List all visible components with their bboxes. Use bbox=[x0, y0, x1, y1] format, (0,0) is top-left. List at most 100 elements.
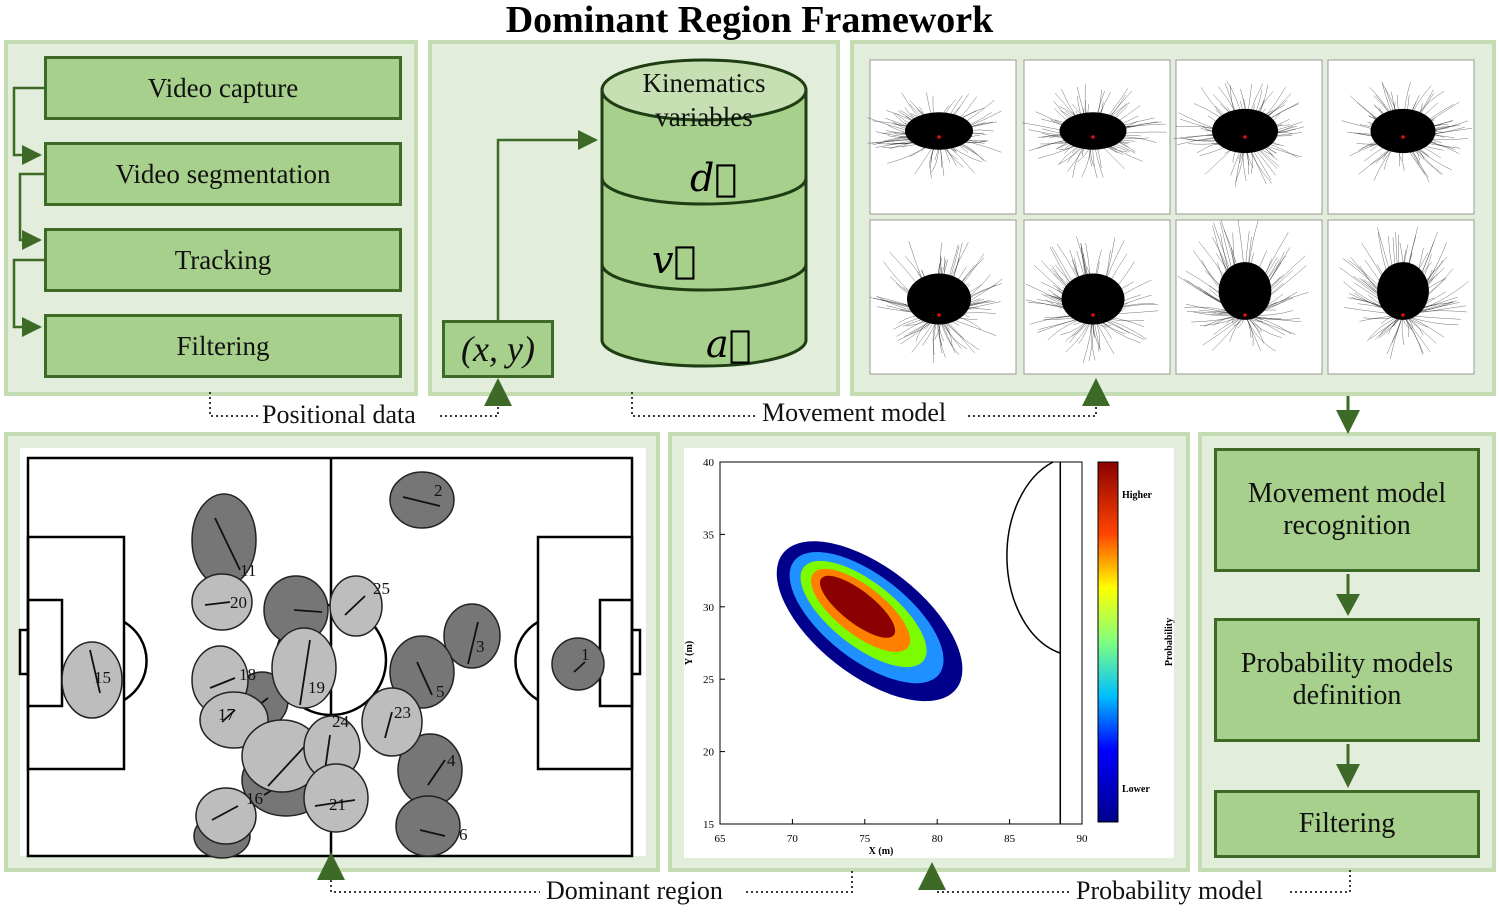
flow-triangles bbox=[317, 378, 1110, 890]
player-direction bbox=[211, 805, 239, 821]
player-direction bbox=[267, 745, 306, 787]
trajectory-origin bbox=[937, 313, 941, 317]
dotted-connectors bbox=[209, 392, 1351, 893]
x-tick-label: 80 bbox=[932, 833, 944, 845]
player-light: 16 bbox=[195, 787, 263, 845]
player-dark: 6 bbox=[395, 795, 468, 857]
probability-contour bbox=[819, 575, 896, 638]
trajectory-plot bbox=[1173, 59, 1323, 215]
player-region bbox=[551, 637, 605, 691]
label-probability-model: Probability model bbox=[1076, 876, 1264, 905]
label-movement-model: Movement model bbox=[762, 398, 947, 427]
player-dark: 2 bbox=[389, 471, 455, 529]
x-tick-label: 90 bbox=[1077, 833, 1089, 845]
triangle-positional bbox=[484, 378, 512, 406]
colorbar bbox=[1097, 461, 1119, 823]
player-light: 19 bbox=[271, 627, 337, 709]
y-tick-label: 35 bbox=[703, 529, 715, 541]
player-number: 24 bbox=[332, 712, 350, 731]
player-direction bbox=[416, 661, 433, 696]
trajectory-origin bbox=[1091, 313, 1095, 317]
trajectory-plot bbox=[1327, 219, 1475, 375]
player-light: 20 bbox=[191, 573, 253, 631]
player-light: 23 bbox=[361, 687, 423, 757]
trajectory-core bbox=[1377, 262, 1429, 320]
x-tick-label: 75 bbox=[859, 833, 871, 845]
position-to-database-arrow bbox=[496, 130, 598, 320]
player-direction bbox=[204, 601, 231, 606]
position-box: (x, y) bbox=[442, 320, 554, 378]
player-number: 19 bbox=[308, 678, 325, 697]
step-right-filtering: Filtering bbox=[1214, 790, 1480, 858]
trajectory-plot bbox=[867, 59, 1017, 215]
colorbar-title: Probability bbox=[1164, 618, 1175, 666]
trajectory-core bbox=[1370, 108, 1436, 154]
pipeline-connectors bbox=[12, 86, 46, 337]
player-light: 24 bbox=[303, 712, 361, 781]
trajectory-core bbox=[1059, 112, 1127, 150]
player-dark: 3 bbox=[443, 603, 501, 669]
trajectory-core bbox=[1212, 108, 1278, 154]
player-region bbox=[195, 787, 257, 845]
player-dark: 11 bbox=[191, 493, 257, 587]
trajectory-core bbox=[1218, 262, 1272, 320]
trajectory-plot bbox=[1327, 59, 1475, 215]
player-number: 3 bbox=[476, 637, 485, 656]
player-number: 4 bbox=[447, 751, 456, 770]
x-axis-title: X (m) bbox=[869, 846, 894, 857]
var-velocity: v⃗ bbox=[652, 238, 697, 282]
diagram-title: Dominant Region Framework bbox=[505, 0, 994, 41]
player-direction bbox=[402, 496, 441, 507]
player-number: 23 bbox=[394, 703, 411, 722]
player-light: 21 bbox=[303, 763, 369, 833]
player-region bbox=[61, 641, 123, 719]
trajectory-core bbox=[907, 273, 971, 325]
player-dark: 5 bbox=[389, 635, 455, 709]
player-number: 5 bbox=[436, 682, 445, 701]
player-number: 2 bbox=[434, 481, 443, 500]
var-acceleration: a⃗ bbox=[706, 322, 752, 366]
player-direction bbox=[427, 759, 446, 786]
player-direction bbox=[89, 649, 101, 694]
player-region bbox=[389, 471, 455, 529]
trajectory-core bbox=[905, 112, 973, 150]
y-tick-label: 25 bbox=[703, 674, 715, 686]
kinematics-header-line2: variables bbox=[655, 102, 753, 132]
player-direction bbox=[299, 639, 311, 706]
player-direction bbox=[221, 709, 236, 723]
label-positional-data: Positional data bbox=[262, 400, 416, 429]
player-direction bbox=[293, 609, 323, 613]
label-dominant-region: Dominant region bbox=[546, 876, 723, 905]
y-tick-label: 15 bbox=[703, 819, 715, 831]
player-number: 20 bbox=[230, 593, 247, 612]
player-number: 6 bbox=[459, 825, 468, 844]
x-tick-label: 85 bbox=[1004, 833, 1016, 845]
trajectory-plot bbox=[1175, 219, 1323, 375]
trajectory-origin bbox=[1401, 313, 1405, 317]
player-region bbox=[303, 763, 369, 833]
player-number: 1 bbox=[581, 645, 590, 664]
player-number: 16 bbox=[246, 789, 263, 808]
trajectory-origin bbox=[937, 135, 941, 139]
y-axis-title: Y (m) bbox=[684, 641, 695, 665]
player-region bbox=[395, 795, 461, 857]
trajectory-origin bbox=[1243, 135, 1247, 139]
penalty-arc bbox=[1006, 461, 1061, 654]
trajectory-origin bbox=[1243, 313, 1247, 317]
player-region bbox=[271, 627, 337, 709]
soccer-pitch: 21110351984671520251918172224232116 bbox=[18, 448, 646, 859]
player-light: 25 bbox=[329, 575, 390, 637]
player-direction bbox=[344, 595, 366, 616]
player-number: 21 bbox=[329, 795, 346, 814]
trajectory-core bbox=[1061, 273, 1125, 325]
player-region bbox=[361, 687, 423, 757]
y-tick-label: 30 bbox=[703, 602, 715, 614]
right-flow-arrows bbox=[1336, 396, 1360, 788]
player-direction bbox=[324, 734, 331, 771]
player-number: 17 bbox=[218, 705, 236, 724]
colorbar-high-label: Higher bbox=[1122, 490, 1153, 501]
trajectory-origin bbox=[1091, 135, 1095, 139]
colorbar-low-label: Lower bbox=[1122, 784, 1150, 795]
